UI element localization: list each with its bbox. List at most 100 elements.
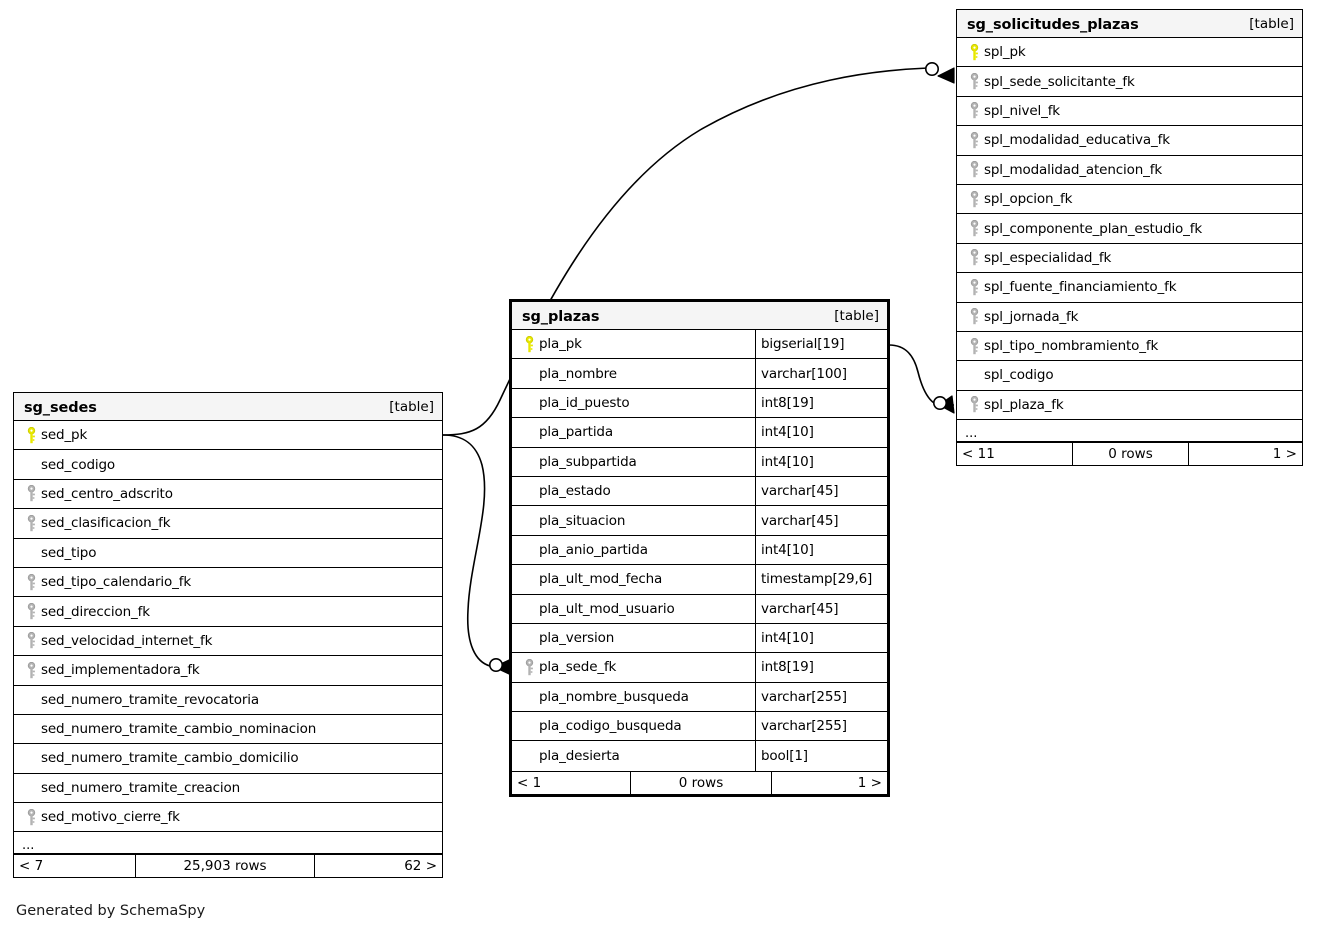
table-row[interactable]: sed_centro_adscrito: [14, 480, 442, 510]
table-row[interactable]: spl_plaza_fk: [957, 391, 1302, 421]
table-title: sg_sedes: [24, 400, 97, 416]
table-footer-sg-sedes: < 7 25,903 rows 62 >: [14, 854, 442, 878]
footer-row-count: 25,903 rows: [135, 855, 315, 878]
column-name-cell: sed_numero_tramite_creacion: [14, 774, 442, 802]
foreign-key-icon: [965, 214, 984, 242]
table-row[interactable]: sed_numero_tramite_cambio_nominacion: [14, 715, 442, 745]
column-name: spl_jornada_fk: [984, 308, 1079, 325]
column-name: spl_modalidad_atencion_fk: [984, 161, 1163, 178]
table-row[interactable]: spl_nivel_fk: [957, 97, 1302, 127]
column-name-cell: sed_numero_tramite_cambio_domicilio: [14, 744, 442, 772]
table-row[interactable]: spl_modalidad_atencion_fk: [957, 156, 1302, 185]
no-key-icon: [965, 361, 984, 389]
column-name: sed_direccion_fk: [41, 603, 150, 620]
column-name-cell: spl_fuente_financiamiento_fk: [957, 273, 1302, 301]
table-row[interactable]: spl_sede_solicitante_fk: [957, 67, 1302, 97]
column-type: varchar[255]: [761, 718, 847, 735]
column-name-cell: spl_componente_plan_estudio_fk: [957, 214, 1302, 242]
footer-next-button[interactable]: 1 >: [1272, 446, 1297, 463]
column-name: pla_ult_mod_usuario: [539, 600, 675, 617]
column-type-cell: varchar[45]: [755, 506, 887, 535]
foreign-key-icon: [965, 273, 984, 301]
table-row[interactable]: spl_jornada_fk: [957, 303, 1302, 332]
foreign-key-icon: [22, 656, 41, 684]
footer-next-button[interactable]: 62 >: [404, 858, 437, 875]
no-key-icon: [520, 389, 539, 417]
footer-next-button[interactable]: 1 >: [857, 774, 882, 791]
foreign-key-icon: [22, 480, 41, 508]
footer-prev-button[interactable]: < 11: [962, 446, 995, 463]
column-name-cell: sed_velocidad_internet_fk: [14, 627, 442, 655]
table-row[interactable]: spl_pk: [957, 38, 1302, 68]
column-name: spl_tipo_nombramiento_fk: [984, 338, 1159, 355]
table-row[interactable]: sed_pk: [14, 421, 442, 451]
table-row[interactable]: sed_direccion_fk: [14, 597, 442, 627]
column-type-cell: varchar[255]: [755, 712, 887, 741]
column-name: pla_id_puesto: [539, 394, 630, 411]
table-row[interactable]: sed_numero_tramite_creacion: [14, 774, 442, 804]
footer-row-count: 0 rows: [1072, 443, 1189, 466]
table-row[interactable]: sed_clasificacion_fk: [14, 509, 442, 539]
column-name-cell: pla_situacion: [512, 506, 755, 534]
column-type: timestamp[29,6]: [761, 571, 873, 588]
column-name-cell: pla_nombre: [512, 359, 755, 387]
column-name-cell: spl_pk: [957, 38, 1302, 66]
column-type: int4[10]: [761, 424, 814, 441]
table-row[interactable]: spl_especialidad_fk: [957, 244, 1302, 274]
column-name-cell: spl_especialidad_fk: [957, 244, 1302, 272]
footer-prev-button[interactable]: < 1: [517, 774, 542, 791]
table-row[interactable]: sed_tipo: [14, 539, 442, 568]
more-columns-cell: ...: [14, 832, 442, 853]
no-key-icon: [520, 595, 539, 623]
table-row[interactable]: spl_tipo_nombramiento_fk: [957, 332, 1302, 362]
table-footer-sg-solicitudes-plazas: < 11 0 rows 1 >: [957, 442, 1302, 466]
table-row[interactable]: sed_codigo: [14, 450, 442, 480]
table-row[interactable]: sed_tipo_calendario_fk: [14, 568, 442, 598]
foreign-key-icon: [965, 97, 984, 125]
column-type: bool[1]: [761, 748, 808, 765]
table-row[interactable]: sed_velocidad_internet_fk: [14, 627, 442, 657]
table-row[interactable]: spl_fuente_financiamiento_fk: [957, 273, 1302, 303]
column-name: sed_numero_tramite_cambio_nominacion: [41, 721, 317, 738]
generator-credit: Generated by SchemaSpy: [16, 903, 206, 919]
table-header-sg-sedes: sg_sedes [table]: [14, 393, 442, 421]
footer-prev-button[interactable]: < 7: [19, 858, 44, 875]
table-row[interactable]: sed_motivo_cierre_fk: [14, 803, 442, 833]
foreign-key-icon: [965, 303, 984, 331]
table-row[interactable]: sed_implementadora_fk: [14, 656, 442, 686]
column-type-cell: bool[1]: [755, 741, 887, 771]
table-row[interactable]: spl_componente_plan_estudio_fk: [957, 214, 1302, 244]
column-name: spl_especialidad_fk: [984, 249, 1112, 266]
foreign-key-icon: [22, 568, 41, 596]
column-name: spl_nivel_fk: [984, 102, 1060, 119]
table-row[interactable]: spl_codigo: [957, 361, 1302, 391]
more-columns-row: ...: [14, 832, 442, 855]
table-row[interactable]: sed_numero_tramite_revocatoria: [14, 686, 442, 715]
table-row[interactable]: sed_numero_tramite_cambio_domicilio: [14, 744, 442, 774]
column-name-cell: sed_numero_tramite_revocatoria: [14, 686, 442, 714]
no-key-icon: [520, 741, 539, 770]
table-title: sg_plazas: [522, 309, 600, 325]
table-row[interactable]: spl_opcion_fk: [957, 185, 1302, 215]
table-row[interactable]: spl_modalidad_educativa_fk: [957, 126, 1302, 156]
